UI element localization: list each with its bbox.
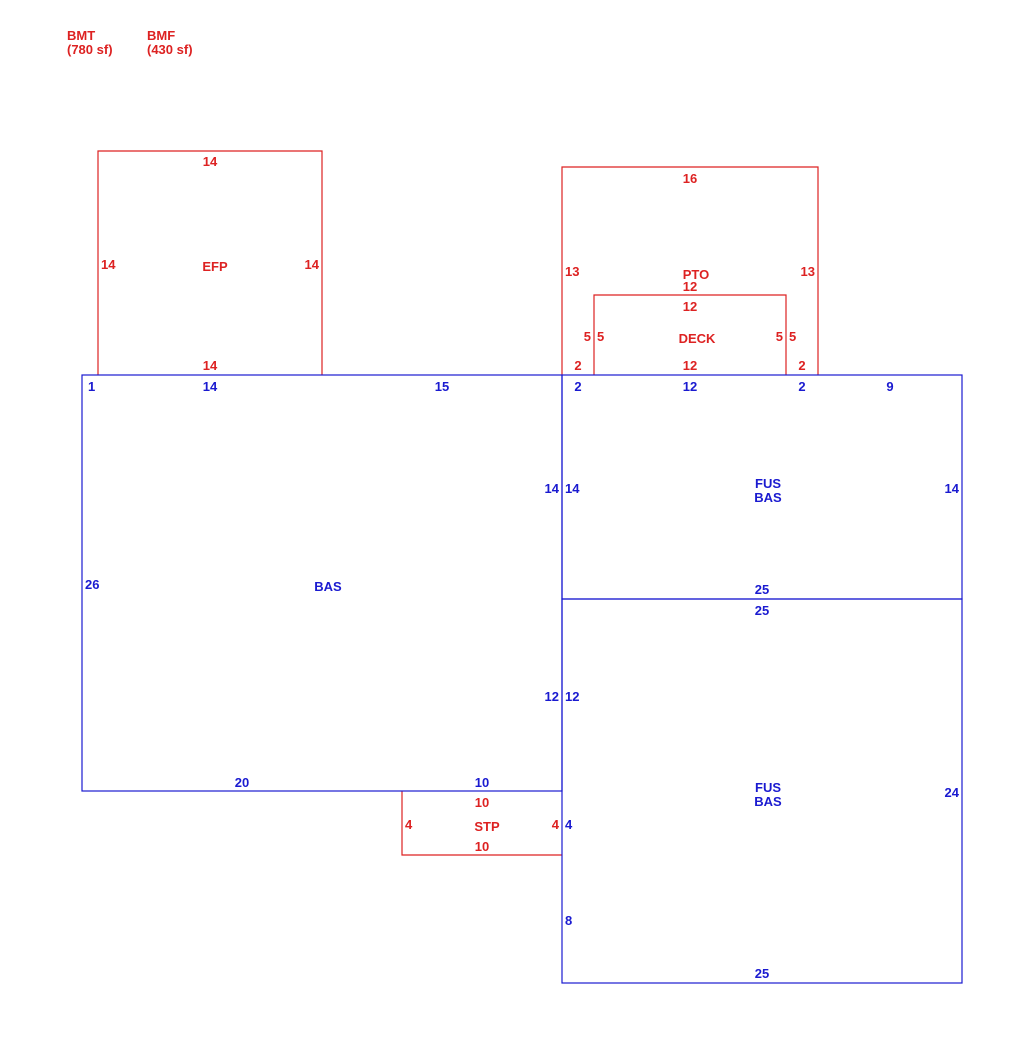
bas-top-12-dim: 12 (683, 379, 697, 394)
stp-right-dim: 4 (552, 817, 560, 832)
bas-top-left-dim: 1 (88, 379, 95, 394)
fus2-bas-label: BAS (754, 794, 782, 809)
fus-lower-outline (561, 598, 963, 984)
bas-bottom-10-dim: 10 (475, 775, 489, 790)
deck-top-dim: 12 (683, 299, 697, 314)
efp-right-dim: 14 (305, 257, 320, 272)
deck-left-outer-dim: 5 (584, 329, 591, 344)
pto-label: PTO (683, 267, 710, 282)
efp-outline (97, 150, 323, 375)
fus1-left-dim: 14 (565, 481, 580, 496)
fus2-top-dim: 25 (755, 603, 769, 618)
legend-bmf-code: BMF (147, 28, 176, 43)
deck-left-inner-dim: 5 (597, 329, 604, 344)
fus1-bas-label: BAS (754, 490, 782, 505)
fus2-left-4-dim: 4 (565, 817, 573, 832)
fus2-left-upper-dim: 12 (565, 689, 579, 704)
bas-top-mid-dim: 15 (435, 379, 449, 394)
pto-outline (561, 166, 819, 375)
efp-label: EFP (202, 259, 228, 274)
fus2-bottom-dim: 25 (755, 966, 769, 981)
pto-bottom-right-dim: 2 (798, 358, 805, 373)
stp-outline (401, 791, 562, 856)
deck-right-outer-dim: 5 (789, 329, 796, 344)
fus1-fus-label: FUS (755, 476, 781, 491)
deck-right-inner-dim: 5 (776, 329, 783, 344)
bas-right-upper-dim: 14 (545, 481, 560, 496)
stp-top-dim: 10 (475, 795, 489, 810)
bas-top-2a-dim: 2 (574, 379, 581, 394)
bas-main-label: BAS (314, 579, 342, 594)
stp-bottom-dim: 10 (475, 839, 489, 854)
bas-top-2b-dim: 2 (798, 379, 805, 394)
bas-left-dim: 26 (85, 577, 99, 592)
deck-bottom-dim: 12 (683, 358, 697, 373)
efp-top-dim: 14 (203, 154, 218, 169)
bas-bottom-20-dim: 20 (235, 775, 249, 790)
fus2-right-dim: 24 (945, 785, 960, 800)
bas-top-9-dim: 9 (886, 379, 893, 394)
deck-label: DECK (679, 331, 716, 346)
legend-bmf-area: (430 sf) (147, 42, 193, 57)
bas-right-lower-dim: 12 (545, 689, 559, 704)
pto-deck-top-dim: 12 (683, 279, 697, 294)
deck-outline (593, 294, 787, 375)
fus2-left-8-dim: 8 (565, 913, 572, 928)
pto-left-dim: 13 (565, 264, 579, 279)
stp-left-dim: 4 (405, 817, 413, 832)
legend-bmt-area: (780 sf) (67, 42, 113, 57)
fus1-right-dim: 14 (945, 481, 960, 496)
stp-label: STP (474, 819, 500, 834)
fus2-fus-label: FUS (755, 780, 781, 795)
fus1-bottom-dim: 25 (755, 582, 769, 597)
legend-bmt: BMT (780 sf) (67, 29, 113, 57)
legend-bmt-code: BMT (67, 28, 96, 43)
pto-right-dim: 13 (801, 264, 815, 279)
legend-bmf: BMF (430 sf) (147, 29, 193, 57)
pto-bottom-left-dim: 2 (574, 358, 581, 373)
pto-top-dim: 16 (683, 171, 697, 186)
bas-top-efp-dim: 14 (203, 379, 218, 394)
efp-left-dim: 14 (101, 257, 116, 272)
efp-bottom-dim: 14 (203, 358, 218, 373)
